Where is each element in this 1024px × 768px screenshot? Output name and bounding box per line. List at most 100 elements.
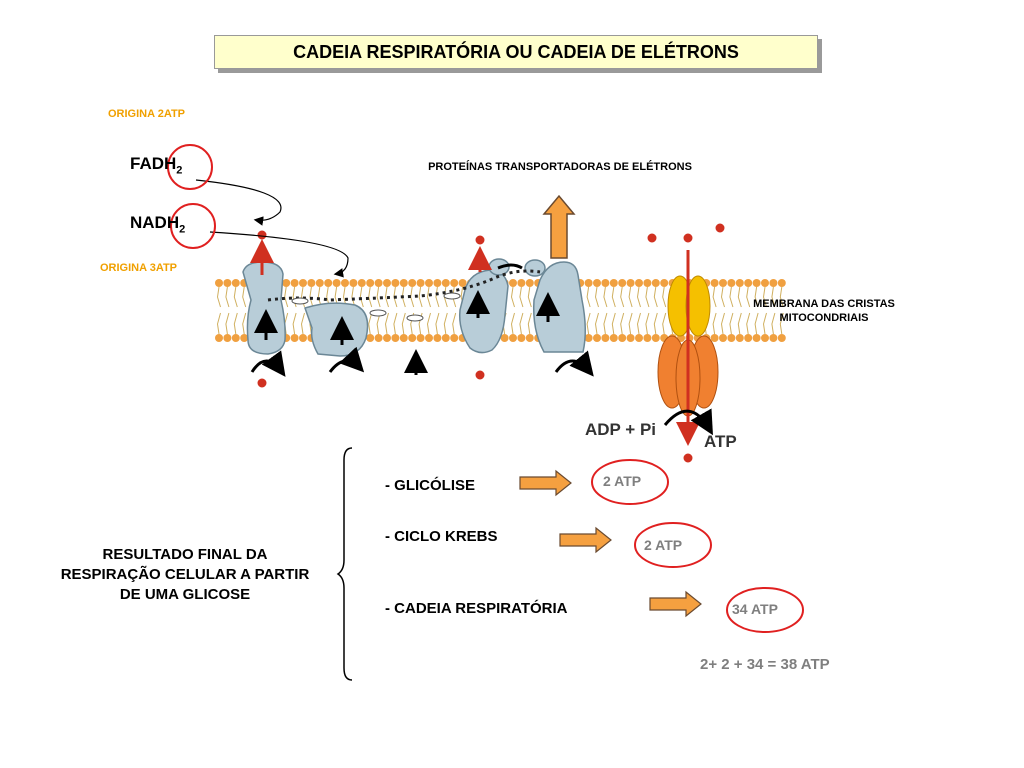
lipid-tail xyxy=(527,286,532,308)
lipid-head-bottom xyxy=(374,334,383,342)
lipid-head-top xyxy=(517,279,526,287)
lipid-head-bottom xyxy=(441,334,450,342)
lipid-head-bottom xyxy=(366,334,375,342)
lipid-head-bottom xyxy=(609,334,618,342)
lipid-head-bottom xyxy=(450,334,459,342)
lipid-head-bottom xyxy=(509,334,517,342)
lipid-tail xyxy=(603,286,608,308)
nadh2-label: NADH2 xyxy=(130,213,185,235)
origina-3atp-note: ORIGINA 3ATP xyxy=(100,262,178,274)
lipid-head-bottom xyxy=(727,334,736,342)
lipid-tail xyxy=(586,312,591,335)
lipid-tail xyxy=(376,286,381,308)
lipid-tail xyxy=(359,286,364,308)
lipid-head-bottom xyxy=(601,334,610,342)
fadh2-label: FADH2 xyxy=(130,154,182,176)
lipid-head-bottom xyxy=(651,334,660,342)
lipid-tail xyxy=(435,286,440,308)
lipid-head-bottom xyxy=(752,334,761,342)
row-glicolise-value: 2 ATP xyxy=(603,473,642,489)
proteins-label: PROTEÍNAS TRANSPORTADORAS DE ELÉTRONS xyxy=(428,161,692,173)
summary-bracket xyxy=(336,447,353,681)
lipid-tail xyxy=(510,286,515,308)
lipid-head-bottom xyxy=(769,334,778,342)
membrane-label: MEMBRANA DAS CRISTAS MITOCONDRIAIS xyxy=(753,298,895,324)
lipid-head-top xyxy=(719,279,727,287)
row-krebs-label: - CICLO KREBS xyxy=(385,528,498,545)
lipid-tail xyxy=(762,286,767,308)
lipid-tail xyxy=(527,312,532,335)
lipid-tail xyxy=(737,286,742,308)
lipid-tail xyxy=(376,312,381,335)
lipid-head-top xyxy=(383,279,391,287)
lipid-tail xyxy=(586,286,591,308)
lipid-tail xyxy=(746,312,751,335)
lipid-head-bottom xyxy=(408,334,417,342)
nadh2-base: NADH xyxy=(130,213,180,232)
lipid-head-bottom xyxy=(290,334,299,342)
lipid-tail xyxy=(603,312,608,335)
row-cadeia-value: 34 ATP xyxy=(732,601,778,617)
lipid-head-top xyxy=(408,279,417,287)
lipid-head-top xyxy=(299,279,307,287)
lipid-tail xyxy=(452,312,457,335)
complex-ii-protein xyxy=(304,302,369,357)
lipid-head-top xyxy=(593,279,601,287)
lipid-tail xyxy=(653,286,658,308)
lipid-head-top xyxy=(341,279,349,287)
lipid-head-top xyxy=(231,279,240,287)
lipid-tail xyxy=(771,312,776,335)
lipid-head-top xyxy=(601,279,610,287)
lipid-head-top xyxy=(626,279,635,287)
lipid-head-top xyxy=(223,279,232,287)
lipid-tail xyxy=(611,286,616,308)
lipid-head-bottom xyxy=(500,334,509,342)
lipid-head-bottom xyxy=(517,334,526,342)
lipid-tail xyxy=(636,312,641,335)
lipid-tail xyxy=(351,286,356,308)
lipid-tail xyxy=(519,286,524,308)
lipid-head-bottom xyxy=(777,334,786,342)
lipid-tail xyxy=(737,312,742,335)
adp-pi-label: ADP + Pi xyxy=(585,420,657,439)
lipid-tail xyxy=(292,312,297,335)
lipid-tail xyxy=(762,312,767,335)
lipid-head-bottom xyxy=(710,334,719,342)
lipid-head-bottom xyxy=(643,334,652,342)
lipid-tail xyxy=(519,312,524,335)
lipid-tail xyxy=(225,286,230,308)
complex-iv-protein xyxy=(532,261,586,353)
lipid-head-top xyxy=(357,279,366,287)
lipid-head-top xyxy=(769,279,778,287)
lipid-tail xyxy=(300,312,305,335)
lipid-tail xyxy=(216,312,221,335)
lipid-tail xyxy=(309,286,314,308)
lipid-head-top xyxy=(433,279,442,287)
lipid-head-bottom xyxy=(761,334,769,342)
lipid-head-top xyxy=(315,279,324,287)
lipid-head-bottom xyxy=(618,334,627,342)
lipid-head-top xyxy=(441,279,450,287)
lipid-tail xyxy=(418,286,423,308)
lipid-head-top xyxy=(609,279,618,287)
lipid-head-bottom xyxy=(399,334,408,342)
lipid-head-top xyxy=(710,279,719,287)
fadh2-highlight-circle xyxy=(167,144,213,190)
lipid-head-top xyxy=(584,279,593,287)
lipid-head-top xyxy=(752,279,761,287)
lipid-head-top xyxy=(635,279,643,287)
lipid-tail xyxy=(510,312,515,335)
total-equation: 2+ 2 + 34 = 38 ATP xyxy=(700,656,830,673)
lipid-head-bottom xyxy=(299,334,307,342)
lipid-head-top xyxy=(399,279,408,287)
lipid-tail xyxy=(242,312,247,335)
lipid-tail xyxy=(233,286,238,308)
lipid-tail xyxy=(620,286,625,308)
lipid-tail xyxy=(779,286,784,308)
lipid-tail xyxy=(620,312,625,335)
arrow-row-3 xyxy=(649,590,702,618)
lipid-head-bottom xyxy=(223,334,232,342)
complex-i-protein xyxy=(242,261,286,355)
lipid-tail xyxy=(216,286,221,308)
lipid-head-top xyxy=(777,279,786,287)
